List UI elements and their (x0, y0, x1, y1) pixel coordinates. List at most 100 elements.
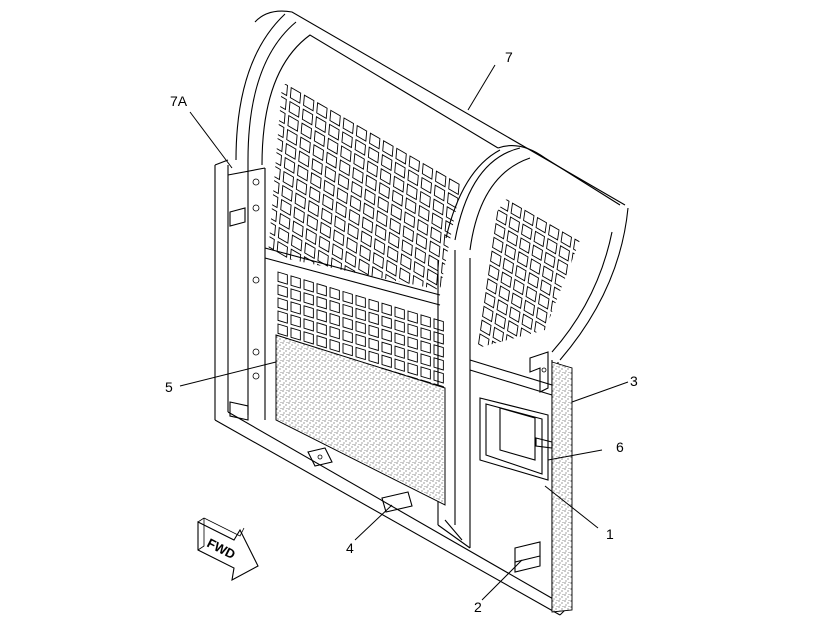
grille-cell (498, 198, 510, 212)
grille-cell (494, 312, 506, 330)
grille-cell (408, 155, 420, 173)
grille-cell (517, 251, 529, 268)
grille-cell (329, 109, 341, 127)
grille-cell (331, 243, 344, 261)
grille-cell (337, 173, 350, 191)
grille-cell (292, 220, 304, 238)
grille-cell (433, 357, 444, 371)
grille-cell (410, 304, 420, 320)
grille-cell (277, 297, 288, 311)
grille-cell (363, 202, 375, 220)
grille-cell (391, 189, 404, 207)
grille-cell (387, 245, 399, 263)
grille-cell (556, 258, 568, 276)
grille-cell (447, 192, 459, 210)
grille-cell (305, 228, 317, 246)
grille-cell (342, 316, 353, 331)
grille-cell (563, 307, 575, 325)
grille-cell (407, 310, 418, 324)
grille-cell (340, 145, 352, 163)
grille-cell (498, 285, 510, 302)
grille-cell (534, 320, 546, 338)
grille-cell (303, 94, 315, 112)
grille-cell (329, 299, 340, 314)
grille-cell (407, 323, 418, 337)
grille-cell (544, 251, 556, 269)
grille-cell (279, 212, 291, 230)
brackets (229, 207, 549, 421)
grille-cell (282, 170, 294, 188)
grille-cell (273, 121, 285, 139)
grille-cell (420, 176, 432, 194)
grille-cell (341, 131, 353, 149)
grille-cell (525, 285, 537, 303)
callout-5: 5 (165, 379, 173, 395)
seal-strip (551, 361, 573, 613)
grille-cell (312, 144, 324, 162)
callout-7a: 7A (170, 93, 188, 109)
grille-cell (535, 216, 547, 234)
grille-cell (523, 209, 535, 227)
grille-cell (394, 332, 405, 346)
grille-cell (293, 206, 305, 224)
grille-cell (329, 286, 340, 301)
grille-cell (268, 233, 275, 251)
grille-cell (359, 244, 371, 262)
grille-cell (558, 245, 570, 262)
callout-4: 4 (346, 540, 354, 556)
grille-cell (321, 207, 333, 225)
grille-cell (507, 320, 519, 337)
grille-cell (268, 219, 276, 237)
upper-left-grille (268, 79, 460, 320)
callout-7: 7 (505, 49, 513, 65)
grille-cell (389, 217, 401, 235)
grille-cell (366, 160, 378, 178)
grille-cell (355, 346, 366, 361)
grille-cell (523, 299, 535, 317)
grille-cell (372, 252, 384, 270)
grille-cell (354, 138, 366, 156)
grille-cell (533, 230, 545, 248)
grille-cell (508, 216, 520, 233)
grille-cell (515, 264, 527, 282)
grille-cell (517, 341, 529, 350)
grille-cell (346, 236, 358, 254)
grille-cell (560, 231, 572, 248)
grille-cell (348, 208, 360, 226)
grille-cell (277, 284, 288, 298)
grille-cell (316, 283, 327, 297)
grille-cell (430, 226, 442, 244)
grille-cell (335, 201, 347, 219)
grille-cell (311, 158, 323, 176)
grille-cell (504, 243, 516, 261)
callout-2: 2 (474, 599, 482, 615)
grille-cell (290, 327, 301, 341)
grille-cell (414, 246, 426, 264)
grille-cell (291, 234, 303, 252)
leader-lines (179, 64, 629, 601)
grille-cell (394, 161, 406, 179)
grille-cell (540, 279, 552, 296)
grille-cell (277, 271, 288, 285)
grille-cell (433, 370, 444, 384)
grille-cell (439, 291, 449, 307)
grille-cell (439, 276, 452, 291)
grille-cell (381, 354, 392, 368)
grille-cell (306, 214, 318, 232)
grille-cell (382, 140, 394, 158)
grille-cell (333, 229, 345, 247)
grille-cell (407, 362, 418, 376)
grille-cell (361, 216, 374, 234)
grille-cell (394, 358, 405, 372)
grille-cell (290, 288, 301, 302)
grille-cell (369, 132, 381, 150)
grille-cell (342, 342, 353, 357)
grille-cell (303, 279, 314, 293)
grille-cell (420, 340, 431, 354)
grille-cell (417, 218, 429, 236)
grille-cell (368, 298, 379, 313)
grille-cell (394, 345, 405, 359)
grille-cell (442, 248, 454, 266)
grille-cell (303, 331, 314, 345)
